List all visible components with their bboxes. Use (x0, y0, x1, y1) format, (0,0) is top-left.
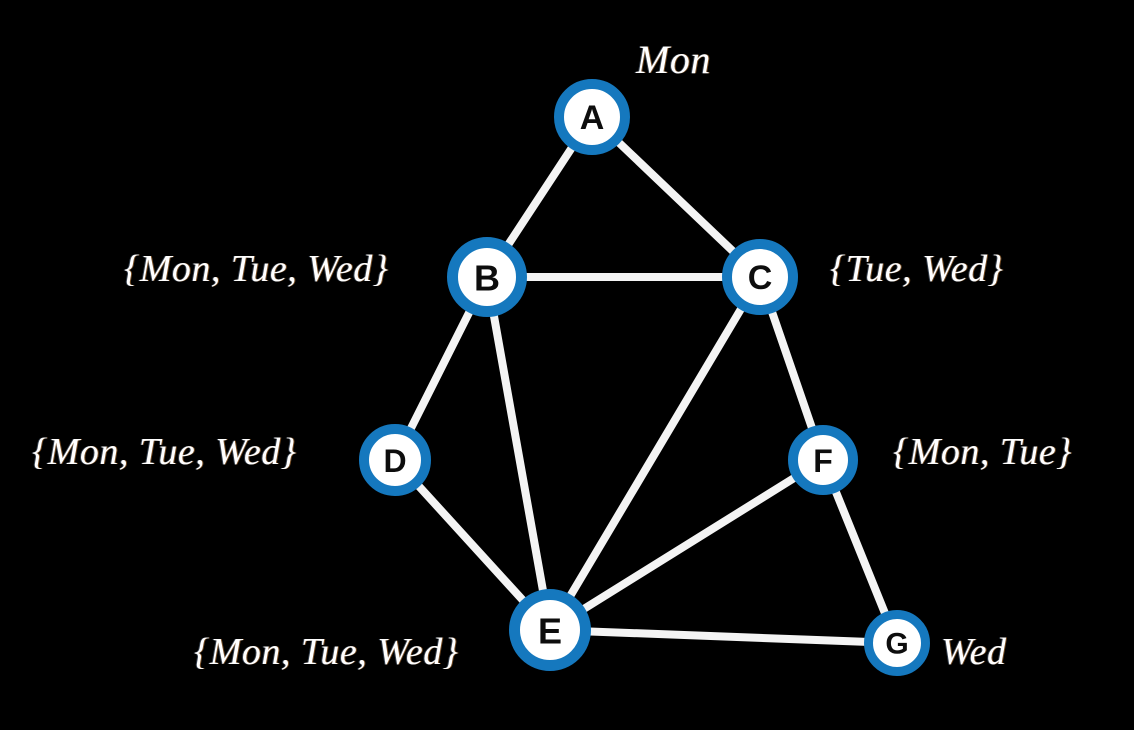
node-c[interactable]: C (722, 239, 798, 315)
node-letter-e: E (538, 611, 562, 652)
domain-label-d: {Mon, Tue, Wed} (32, 431, 297, 473)
node-e[interactable]: E (509, 589, 591, 671)
edge-a-c (588, 113, 764, 281)
node-a[interactable]: A (554, 79, 630, 155)
domain-label-b: {Mon, Tue, Wed} (124, 248, 389, 290)
node-d[interactable]: D (359, 424, 431, 496)
edge-e-f (546, 456, 827, 634)
node-letter-g: G (885, 628, 908, 661)
node-circle-c (722, 239, 798, 315)
node-circle-e (509, 589, 591, 671)
node-letter-b: B (474, 258, 500, 299)
domain-label-f: {Mon, Tue} (893, 431, 1072, 473)
node-g[interactable]: G (864, 610, 930, 676)
domain-label-g: Wed (941, 631, 1007, 673)
domain-label-e: {Mon, Tue, Wed} (194, 631, 459, 673)
node-letter-d: D (383, 443, 406, 479)
node-circle-d (359, 424, 431, 496)
node-circle-f (788, 425, 858, 495)
node-letter-c: C (748, 259, 773, 297)
edges-group (391, 113, 901, 647)
edge-c-e (546, 273, 764, 634)
node-f[interactable]: F (788, 425, 858, 495)
node-circle-b (447, 237, 527, 317)
node-letter-a: A (580, 99, 605, 137)
node-letter-f: F (813, 443, 833, 479)
nodes-group: A B C D E F G (359, 79, 930, 676)
edge-e-g (546, 626, 901, 647)
node-b[interactable]: B (447, 237, 527, 317)
node-circle-g (864, 610, 930, 676)
domain-label-c: {Tue, Wed} (830, 248, 1004, 290)
edge-b-e (483, 273, 554, 634)
domain-label-a: Mon (636, 37, 711, 82)
node-circle-a (554, 79, 630, 155)
